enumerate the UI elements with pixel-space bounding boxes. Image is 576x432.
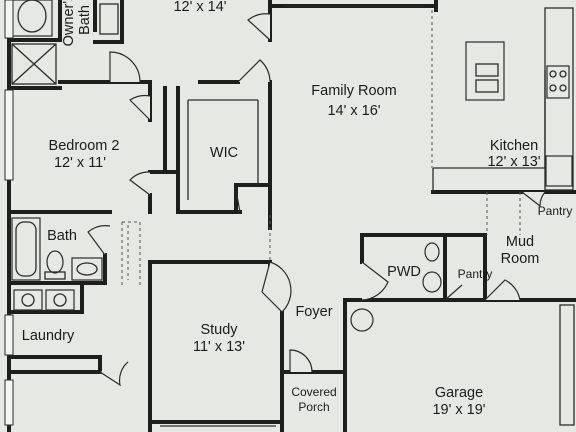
bedroom2-name: Bedroom 2 [49, 138, 120, 154]
covered-porch-line2: Porch [298, 400, 329, 414]
owners-bath-label-line1: Owner's [61, 0, 77, 46]
front-door[interactable] [289, 349, 313, 373]
kitchen-pantry-name: Pantry [538, 204, 573, 218]
owners-bath-label-line2: Bath [77, 5, 93, 35]
owners-bath-door[interactable] [109, 51, 141, 83]
owners-bedroom-dims: 12' x 14' [173, 0, 226, 15]
kitchen-name: Kitchen [490, 138, 538, 154]
pwd-sink [422, 271, 442, 293]
water-heater [350, 308, 374, 332]
laundry-name: Laundry [22, 328, 75, 344]
pwd-door[interactable] [361, 261, 389, 301]
bedroom2-dims: 12' x 11' [54, 155, 106, 171]
mud-pantry-name: Pantry [458, 267, 493, 281]
foyer-name: Foyer [295, 304, 332, 320]
dryer [45, 289, 75, 311]
kitchen-pantry-door[interactable] [521, 191, 546, 208]
door-swings [87, 13, 546, 387]
mud-room-line2: Room [501, 251, 540, 267]
bedroom2-closet-door[interactable] [129, 171, 151, 196]
study-dims: 11' x 13' [193, 339, 245, 355]
mud-room-line1: Mud [506, 234, 534, 250]
bedroom2-door[interactable] [129, 94, 151, 121]
bath-door[interactable] [87, 225, 111, 256]
garage-dims: 19' x 19' [432, 402, 485, 418]
mud-room-door[interactable] [484, 279, 521, 301]
wic-name: WIC [210, 145, 238, 161]
pwd-name: PWD [387, 264, 421, 280]
covered-porch-line1: Covered [291, 385, 336, 399]
owners-bath-label: Owner's Bath [61, 0, 93, 46]
study-door[interactable] [261, 261, 292, 313]
garage-name: Garage [435, 385, 483, 401]
room-labels: Owner's Bath 12' x 14' Family Room 14' x… [22, 0, 573, 418]
owners-bedroom-door[interactable] [237, 59, 271, 83]
detail-lines [11, 0, 575, 427]
laundry-door[interactable] [99, 361, 129, 387]
family-room-dims: 14' x 16' [327, 103, 380, 119]
mud-pantry-door[interactable] [444, 284, 463, 301]
owners-suite-door[interactable] [247, 13, 271, 41]
kitchen-dims: 12' x 13' [487, 154, 540, 170]
study-name: Study [200, 322, 238, 338]
bath-name: Bath [47, 228, 77, 244]
washer [13, 289, 43, 311]
stove [546, 65, 570, 99]
windows [4, 0, 14, 426]
bath-sink [71, 257, 103, 281]
family-room-name: Family Room [311, 83, 396, 99]
refrigerator [545, 155, 573, 187]
bath-toilet [46, 250, 64, 274]
wic-door[interactable] [235, 189, 241, 213]
pwd-toilet [424, 242, 440, 262]
